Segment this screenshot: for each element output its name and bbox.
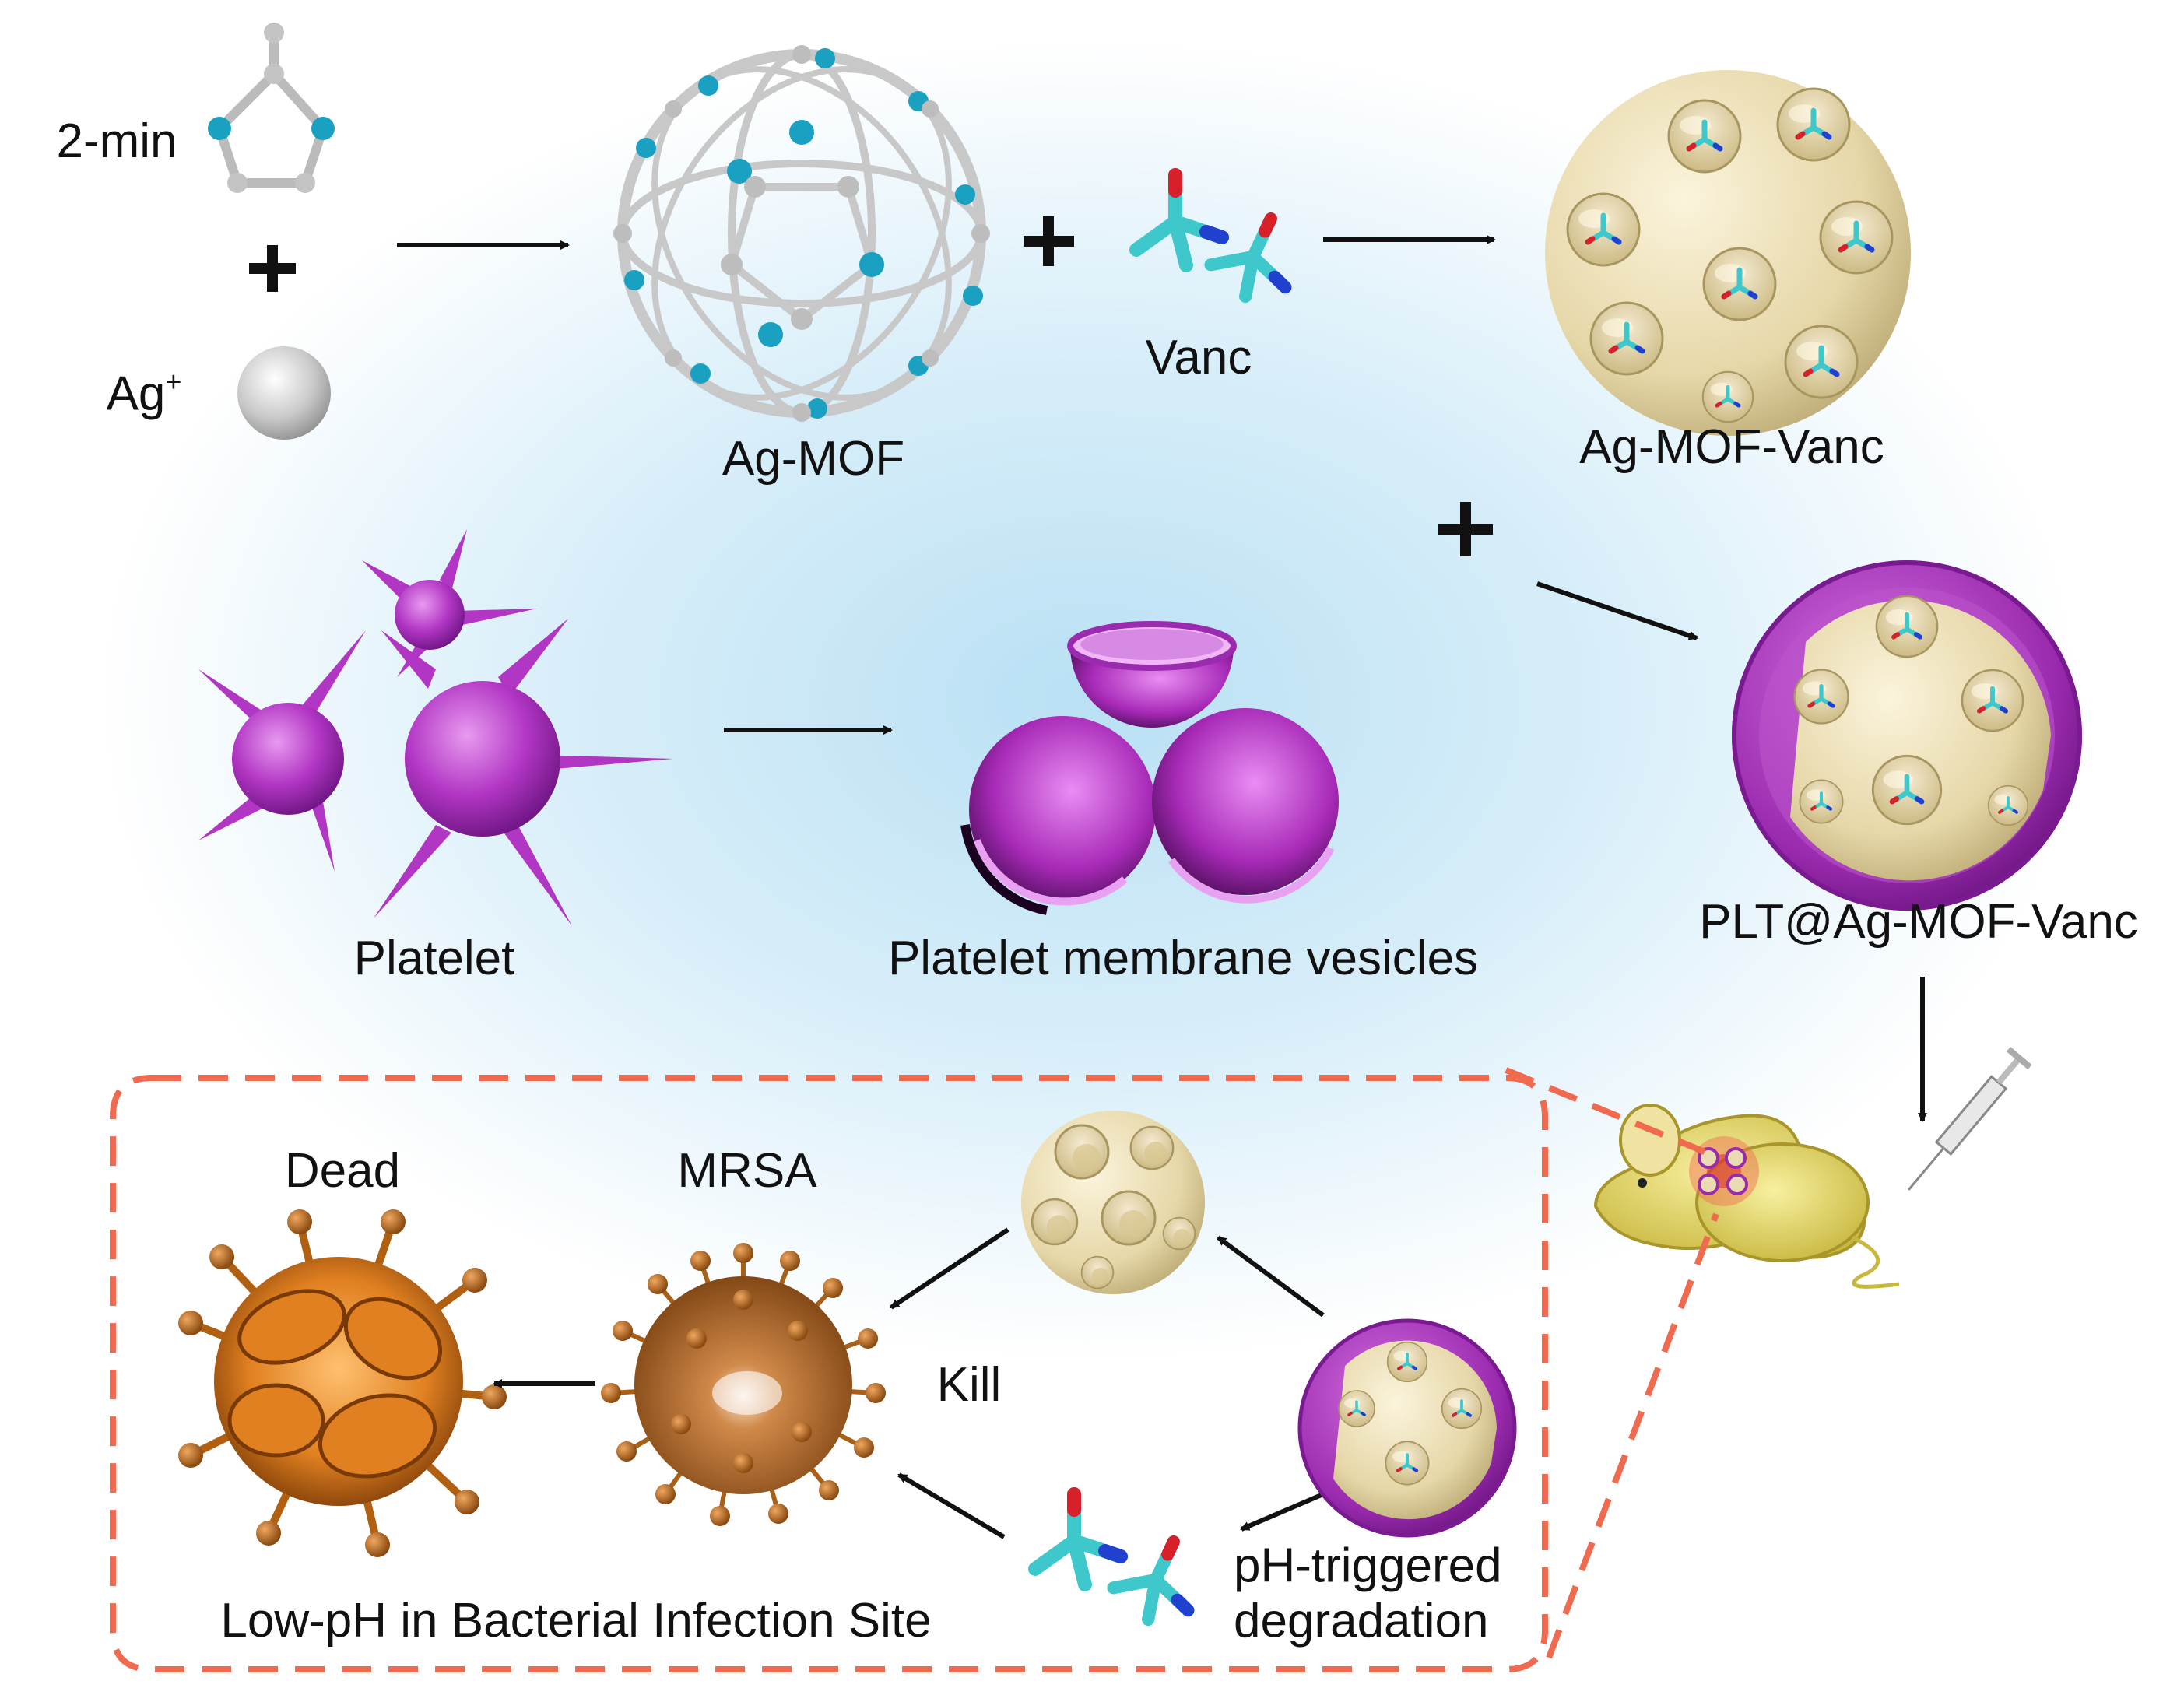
infection-site-dashed-border [110, 1075, 1548, 1672]
arrow-plt-to-vanc [1240, 1492, 1325, 1532]
platelet-vesicles-label: Platelet membrane vesicles [887, 932, 1479, 985]
arrow-vanc-to-mrsa [897, 1472, 1006, 1539]
arrow-mof-to-mrsa [890, 1227, 1009, 1310]
platelet-cells [198, 529, 673, 926]
released-vancomycin [1035, 1494, 1212, 1633]
vanc-label: Vanc [1145, 331, 1252, 384]
degradation-line: degradation [1234, 1595, 1489, 1648]
plus-sign-vanc [1024, 216, 1074, 266]
ag-mof-vanc-particle [1545, 70, 1911, 436]
ag-mof-vanc-label: Ag-MOF-Vanc [1579, 420, 1884, 474]
syringe-icon [1908, 1047, 2032, 1191]
ph-triggered-line: pH-triggered [1234, 1539, 1502, 1593]
silver-ion-label: Ag+ [106, 365, 182, 421]
arrow-to-plt-ag-mof-vanc [1536, 581, 1698, 640]
linker-label: 2-min [56, 114, 177, 168]
dead-label: Dead [284, 1144, 401, 1198]
platelet-label: Platelet [353, 932, 515, 985]
ag-mof-label: Ag-MOF [722, 432, 905, 486]
plt-ag-mof-vanc-label: PLT@Ag-MOF-Vanc [1699, 895, 2138, 949]
ph-triggered-degradation-label: pH-triggered degradation [1234, 1539, 1502, 1650]
plus-sign-reactants [249, 245, 296, 292]
zoom-callout-top [1505, 1067, 1706, 1155]
mouse-icon [1593, 1104, 1900, 1289]
empty-ag-mof-particle [1021, 1111, 1205, 1294]
zoom-callout-bottom [1546, 1212, 1719, 1659]
vancomycin-molecule [1136, 175, 1309, 310]
silver-ion-sphere-icon [237, 346, 331, 440]
mrsa-label: MRSA [677, 1144, 817, 1198]
plt-ag-mof-vanc-particle [1732, 560, 2082, 911]
dead-bacterium [178, 1209, 507, 1557]
arrow-plt-to-mof [1217, 1235, 1325, 1318]
ag-mof-cage [613, 45, 990, 422]
mrsa-bacterium [601, 1243, 886, 1526]
infection-site-label: Low-pH in Bacterial Infection Site [220, 1594, 932, 1648]
plus-sign-membrane [1438, 502, 1493, 556]
kill-label: Kill [936, 1358, 1002, 1412]
platelet-membrane-vesicles [960, 621, 1339, 915]
2-methylimidazole-molecule [208, 23, 335, 193]
plt-ag-mof-vanc-small-particle [1297, 1318, 1517, 1538]
